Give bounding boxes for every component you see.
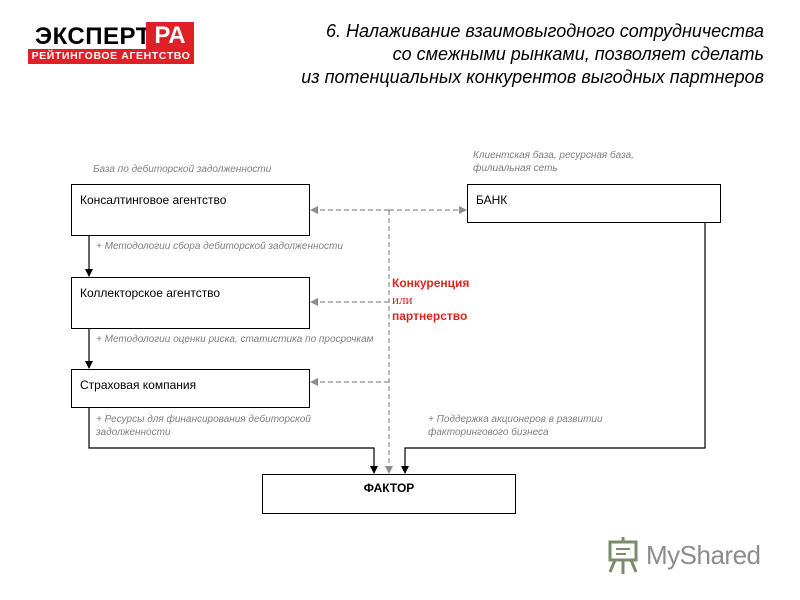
watermark-text: MyShared bbox=[646, 540, 761, 570]
competition-or-partnership-label: Конкуренция или партнерство bbox=[392, 275, 469, 325]
note-methods-risk: + Методологии оценки риска, статистика п… bbox=[96, 334, 374, 345]
logo-top: ЭКСПЕРТ РА bbox=[28, 22, 194, 50]
note-client-base-1: Клиентская база, ресурсная база, bbox=[473, 150, 634, 161]
title-line-1: 6. Налаживание взаимовыгодного сотруднич… bbox=[326, 21, 764, 41]
box-factor: ФАКТОР bbox=[262, 474, 516, 514]
box-consulting-agency: Консалтинговое агентство bbox=[71, 184, 310, 236]
slide-title: 6. Налаживание взаимовыгодного сотруднич… bbox=[164, 20, 764, 89]
note-resources-2: задолженности bbox=[96, 427, 171, 438]
note-resources-1: + Ресурсы для финансирования дебиторской bbox=[96, 414, 311, 425]
line-insurance-to-factor bbox=[88, 408, 378, 474]
expert-ra-logo: ЭКСПЕРТ РА РЕЙТИНГОВОЕ АГЕНТСТВО bbox=[28, 22, 194, 64]
note-support-2: факторингового бизнеса bbox=[428, 427, 549, 438]
box-insurance-company: Страховая компания bbox=[71, 369, 310, 408]
logo-ra: РА bbox=[146, 22, 194, 49]
note-support-1: + Поддержка акционеров в развитии bbox=[428, 414, 603, 425]
box-bank: БАНК bbox=[467, 184, 721, 223]
note-methods-collection: + Методологии сбора дебиторской задолжен… bbox=[96, 241, 343, 252]
line-bank-to-factor bbox=[401, 223, 706, 474]
myshared-watermark: MyShared bbox=[606, 536, 766, 576]
logo-subtitle: РЕЙТИНГОВОЕ АГЕНТСТВО bbox=[28, 49, 194, 64]
label-competition: Конкуренция bbox=[392, 276, 470, 290]
label-or: или bbox=[392, 292, 413, 307]
note-client-base-2: филиальная сеть bbox=[473, 163, 558, 174]
title-line-3: из потенциальных конкурентов выгодных па… bbox=[301, 67, 764, 87]
box-collection-agency: Коллекторское агентство bbox=[71, 277, 310, 329]
label-partnership: партнерство bbox=[392, 309, 468, 323]
note-debt-base: База по дебиторской задолженности bbox=[93, 164, 272, 175]
logo-word: ЭКСПЕРТ bbox=[35, 23, 151, 50]
presentation-board-icon bbox=[608, 537, 638, 574]
title-line-2: со смежными рынками, позволяет сделать bbox=[392, 44, 764, 64]
